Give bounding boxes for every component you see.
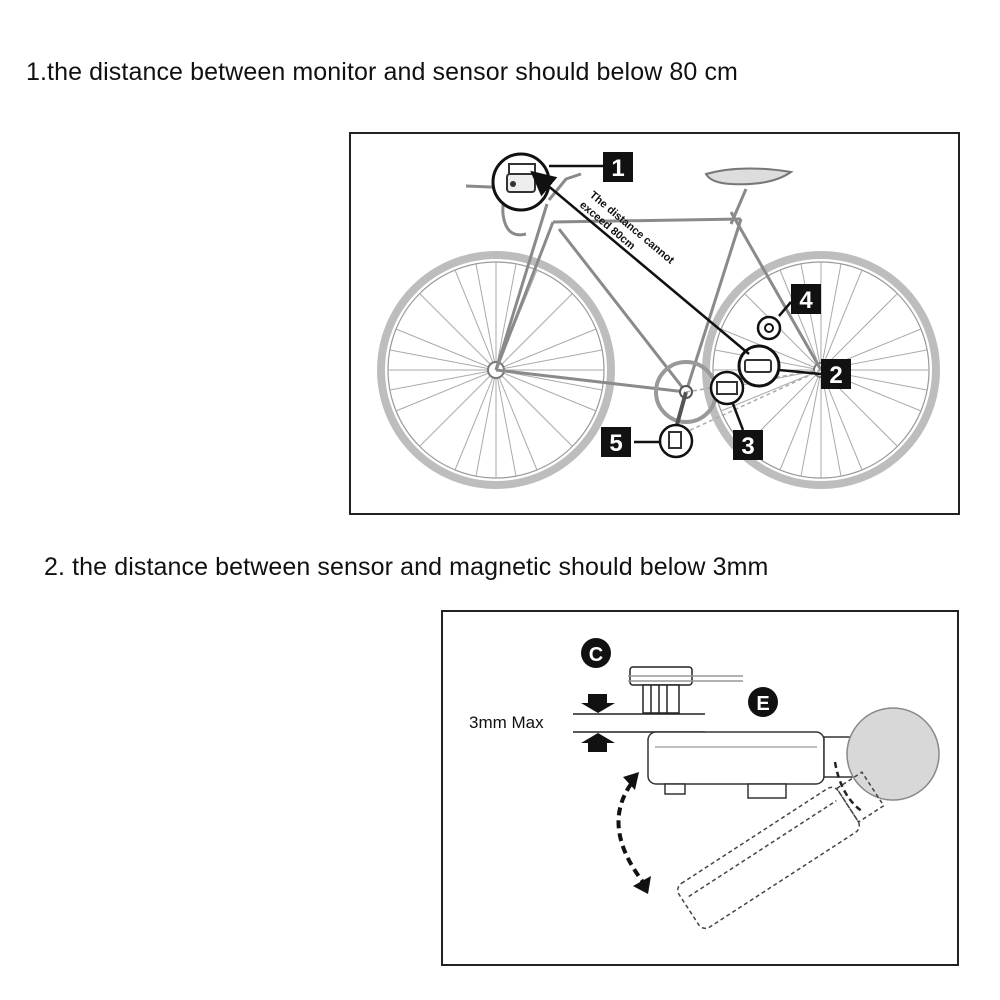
callout-leaders [549, 164, 822, 444]
label-c: C [581, 638, 611, 668]
sensor-gap-illustration: C E 3mm Max [469, 638, 940, 930]
sensor-highlight [737, 344, 781, 388]
handlebar-mount [833, 707, 940, 814]
callout-2: 2 [821, 359, 851, 389]
svg-text:1: 1 [611, 155, 624, 182]
svg-text:4: 4 [799, 287, 813, 314]
spoke-magnet [756, 315, 782, 341]
distance-arrow [530, 170, 750, 355]
callout-4: 4 [791, 284, 821, 314]
svg-text:C: C [589, 644, 603, 666]
step2-heading: 2. the distance between sensor and magne… [44, 553, 769, 581]
sensor-upright [647, 731, 855, 799]
label-e: E [748, 687, 778, 717]
magnet [628, 666, 743, 714]
bike-illustration: The distance cannot exceed 80cm 1 2 3 4 [377, 152, 940, 489]
monitor-highlight [491, 152, 551, 212]
cadence-sensor-highlight [709, 370, 745, 406]
sensor-gap-diagram: C E 3mm Max [441, 610, 959, 966]
crank-magnet-highlight [658, 423, 694, 459]
step1-heading: 1.the distance between monitor and senso… [26, 58, 738, 86]
bike-installation-diagram: The distance cannot exceed 80cm 1 2 3 4 [349, 132, 960, 515]
rotation-arrow [616, 772, 651, 894]
svg-text:E: E [756, 693, 769, 715]
svg-text:3: 3 [741, 433, 754, 460]
callout-5: 5 [601, 427, 631, 457]
bike-saddle [704, 167, 794, 186]
svg-text:2: 2 [829, 362, 842, 389]
callout-3: 3 [733, 430, 763, 460]
callout-1: 1 [603, 152, 633, 182]
gap-label: 3mm Max [469, 713, 544, 732]
sensor-tilted [677, 771, 885, 930]
svg-text:5: 5 [609, 430, 622, 457]
